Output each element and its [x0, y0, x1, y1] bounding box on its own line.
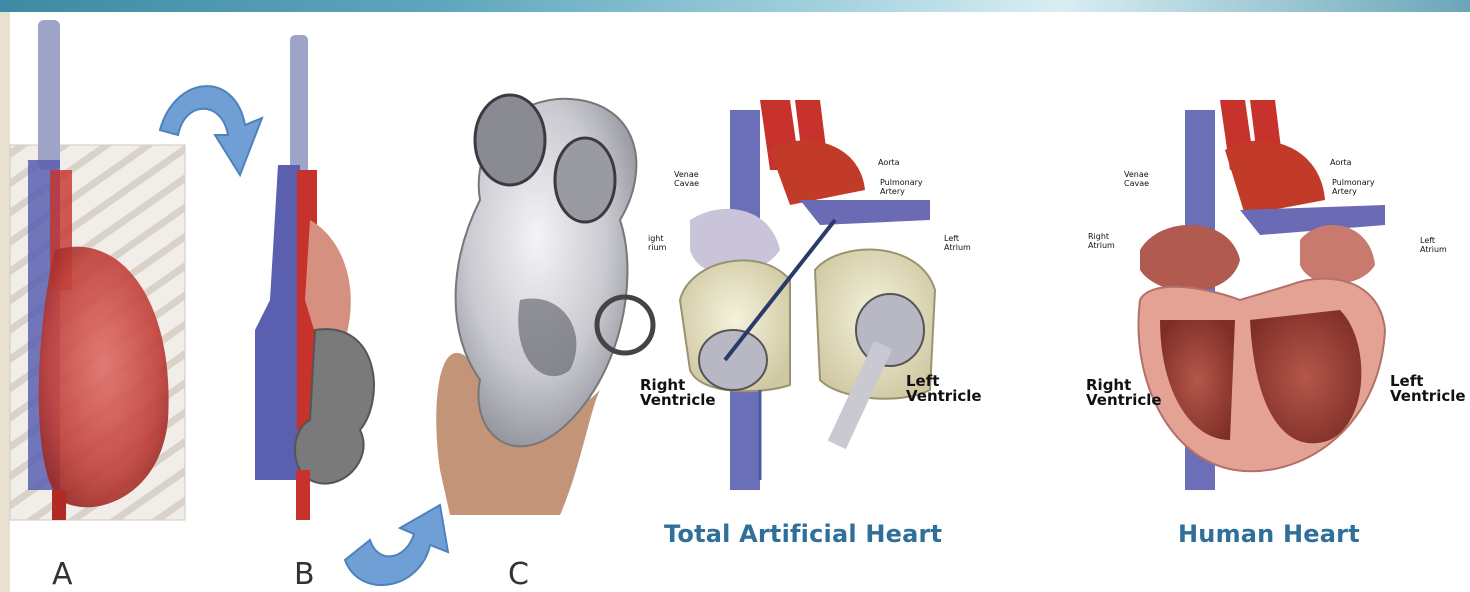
hh-label-right-ventricle: Right Ventricle	[1086, 378, 1162, 408]
tah-label-right-ventricle: Right Ventricle	[640, 378, 716, 408]
panel-label-b: B	[294, 560, 315, 590]
tah-label-left-ventricle: Left Ventricle	[906, 374, 982, 404]
tah-label-pulmonary-artery: Pulmonary Artery	[880, 178, 923, 196]
hh-label-left-atrium: Left Atrium	[1420, 236, 1447, 254]
panel-label-c: C	[508, 560, 529, 590]
panel-b-illustration	[255, 35, 374, 520]
tah-label-right-atrium: ight rium	[648, 234, 666, 252]
tah-label-aorta: Aorta	[878, 158, 900, 167]
hh-label-right-atrium: Right Atrium	[1088, 232, 1115, 250]
panel-a-illustration	[10, 20, 185, 520]
arrow-b-to-c-icon	[345, 505, 448, 585]
tah-label-venae-cavae: Venae Cavae	[674, 170, 699, 188]
hh-label-aorta: Aorta	[1330, 158, 1352, 167]
panel-label-a: A	[52, 560, 73, 590]
tah-caption: Total Artificial Heart	[664, 520, 942, 548]
panel-c-illustration	[436, 95, 653, 515]
tah-label-left-atrium: Left Atrium	[944, 234, 971, 252]
hh-label-venae-cavae: Venae Cavae	[1124, 170, 1149, 188]
hh-label-pulmonary-artery: Pulmonary Artery	[1332, 178, 1375, 196]
hh-label-left-ventricle: Left Ventricle	[1390, 374, 1466, 404]
hh-caption: Human Heart	[1178, 520, 1360, 548]
